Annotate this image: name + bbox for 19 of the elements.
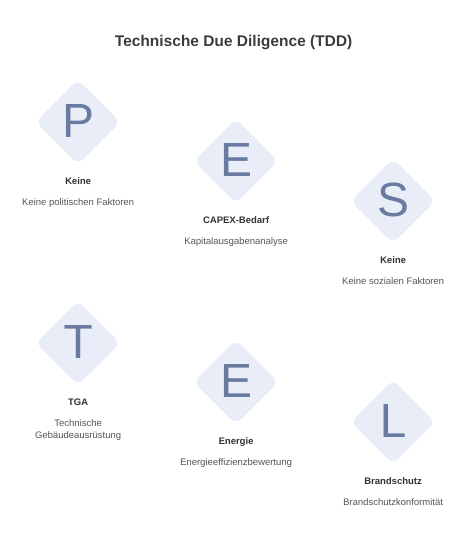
- node-description: Keine politischen Faktoren: [22, 197, 134, 209]
- diagram-title: Technische Due Diligence (TDD): [114, 33, 352, 50]
- diamond-letter: S: [377, 177, 409, 225]
- diamond-letter: P: [62, 98, 94, 146]
- node-description: Brandschutzkonformität: [343, 497, 443, 509]
- node-description: Kapitalausgabenanalyse: [184, 236, 288, 248]
- node-heading: CAPEX-Bedarf: [203, 215, 269, 227]
- node-description: Energieeffizienzbewertung: [180, 457, 292, 469]
- node-description: Keine sozialen Faktoren: [342, 276, 444, 288]
- diamond-letter: E: [220, 137, 252, 185]
- diamond-letter: T: [63, 319, 93, 367]
- node-heading: Keine: [65, 176, 91, 188]
- diamond-letter: L: [380, 398, 406, 446]
- node-heading: Brandschutz: [364, 476, 422, 488]
- node-heading: TGA: [68, 397, 88, 409]
- node-description: Technische Gebäudeausrüstung: [34, 418, 122, 442]
- node-heading: Keine: [380, 255, 406, 267]
- node-heading: Energie: [218, 436, 254, 448]
- diamond-letter: E: [220, 358, 252, 406]
